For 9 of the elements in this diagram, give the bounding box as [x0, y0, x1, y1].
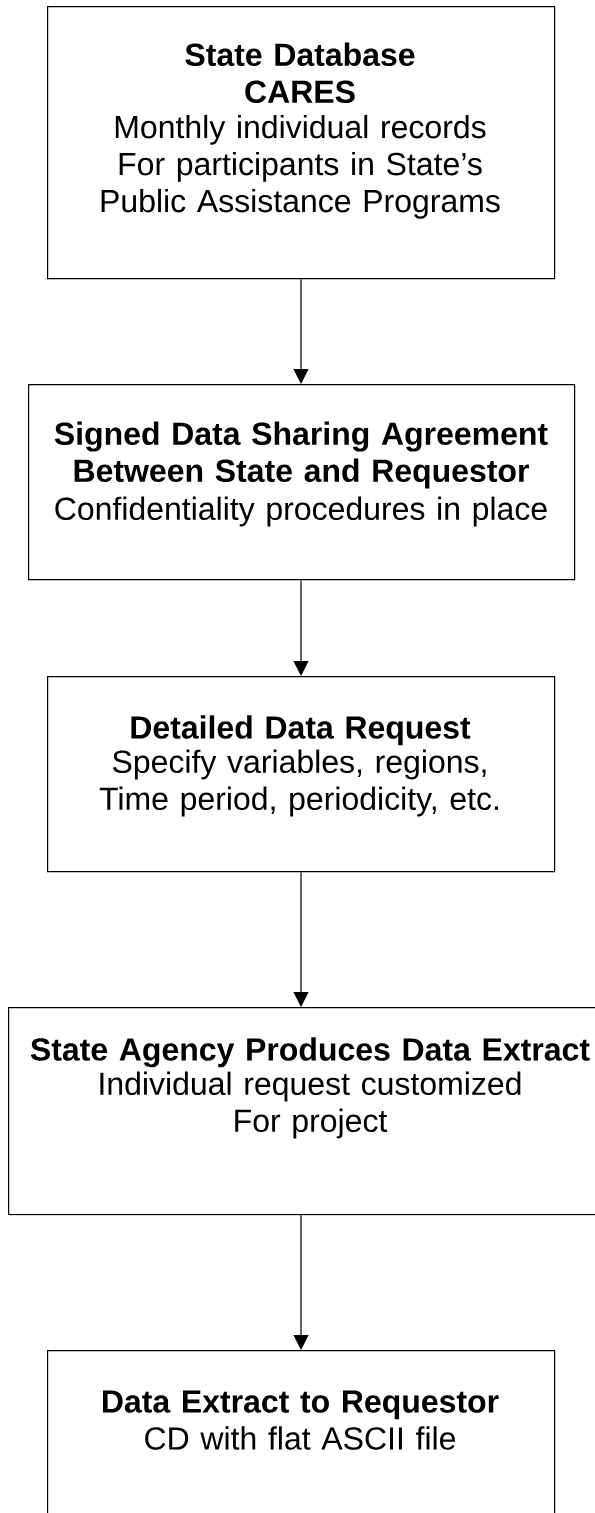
- process-box: State Database CARES Monthly individual records For participants in State’s Public Assistance Programs: [47, 6, 556, 280]
- arrow: [293, 871, 309, 1007]
- process-box: Signed Data Sharing Agreement Between State and Requestor Confidentiality procedures in place: [28, 384, 576, 581]
- process-box: Data Extract to Requestor CD with flat ASCII file: [47, 1350, 556, 1513]
- arrow: [293, 1214, 309, 1350]
- arrow: [293, 278, 309, 384]
- process-box: Detailed Data Request Specify variables, regions, Time period, periodicity, etc.: [47, 676, 556, 873]
- arrow: [293, 579, 309, 676]
- process-box: State Agency Produces Data Extract Individual request customized For project: [8, 1007, 595, 1216]
